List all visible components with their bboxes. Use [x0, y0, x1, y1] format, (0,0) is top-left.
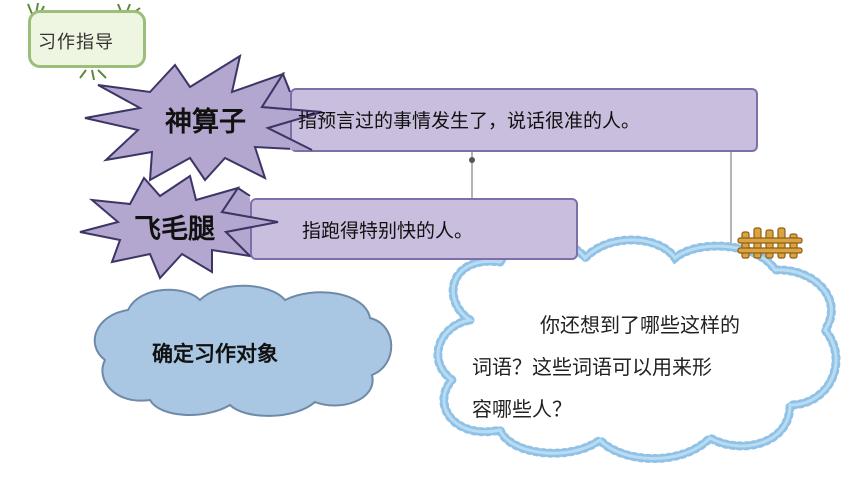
thought-line: 你还想到了哪些这样的: [540, 313, 740, 337]
cloud-label: 确定习作对象: [152, 342, 278, 366]
thought-cloud-text: 你还想到了哪些这样的 词语？这些词语可以用来形 容哪些人？: [472, 304, 792, 430]
thought-line: 容哪些人？: [472, 397, 572, 421]
term-word: 神算子: [165, 107, 246, 138]
cloud-shape: [93, 284, 393, 417]
string-pin-icon: [469, 157, 475, 163]
definition-text: 指跑得特别快的人。: [302, 220, 474, 242]
definition-text: 指预言过的事情发生了，说话很准的人。: [298, 110, 641, 132]
fence-icon: [737, 227, 803, 259]
definition-box: [250, 198, 578, 260]
section-tag-label: 习作指导: [38, 32, 114, 53]
thought-cloud-shape: [433, 235, 841, 463]
section-tag: [28, 10, 146, 68]
thought-line: 词语？这些词语可以用来形: [472, 355, 712, 379]
term-word: 飞毛腿: [134, 214, 215, 245]
definition-box: [290, 88, 758, 152]
